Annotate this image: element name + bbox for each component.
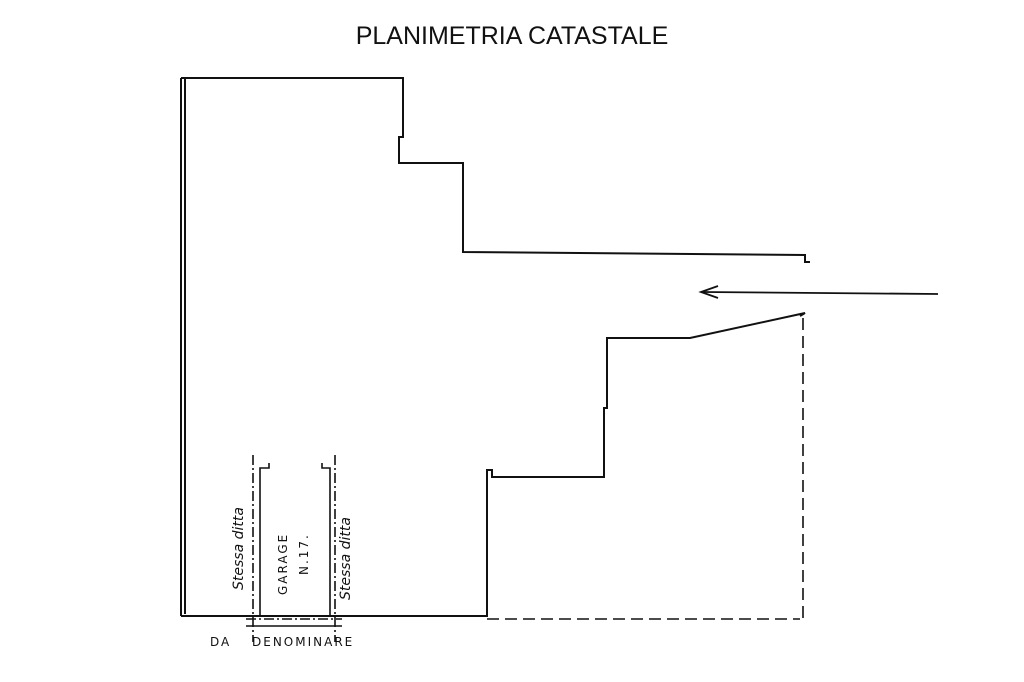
garage-name-label: GARAGE (276, 533, 290, 595)
bottom-note-da: DA (210, 635, 231, 649)
garage-number-label: N.17. (297, 533, 311, 575)
page-title: PLANIMETRIA CATASTALE (355, 22, 669, 50)
left-neighbor-label: Stessa ditta (231, 507, 247, 590)
right-neighbor-label: Stessa ditta (338, 517, 354, 600)
entrance-arrow (698, 285, 939, 299)
dashed-boundary (487, 318, 804, 620)
garage-partitions (246, 455, 342, 642)
walls (180, 77, 810, 617)
bottom-note-denominare: DENOMINARE (252, 635, 354, 649)
